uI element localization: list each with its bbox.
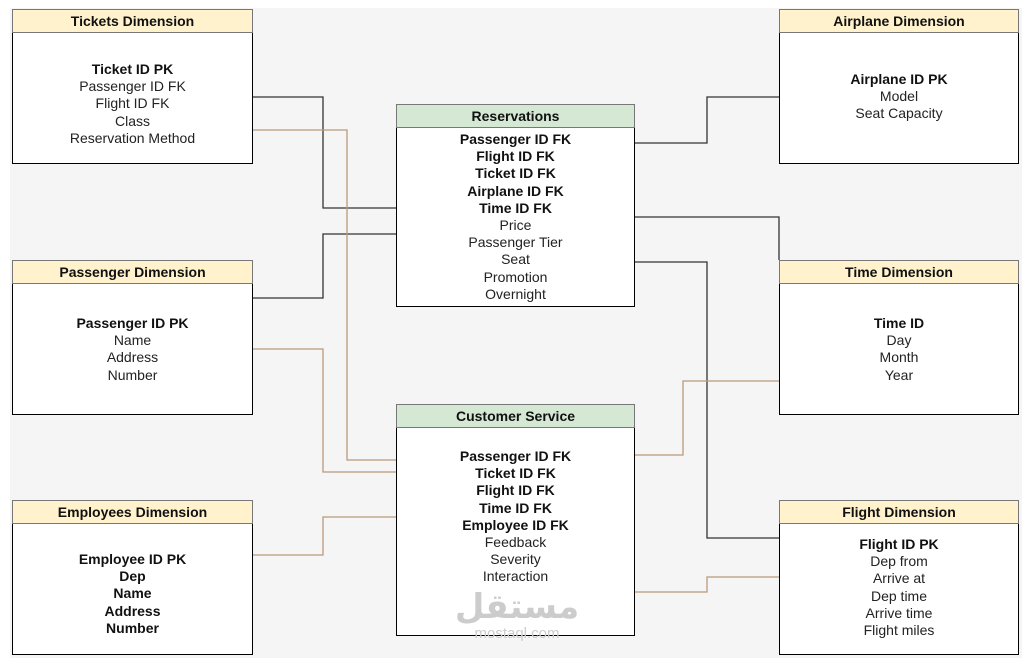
field-dep-from: Dep from [870,553,928,570]
time-dimension-fields: Time ID Day Month Year [779,284,1019,415]
field-time-id-fk: Time ID FK [479,199,552,216]
tickets-dimension-header: Tickets Dimension [12,9,253,33]
field-time-id-fk: Time ID FK [479,499,552,516]
link-passenger-reservations [253,233,396,299]
reservations-fact-table[interactable]: Reservations Passenger ID FK Flight ID F… [396,104,635,307]
link-time-customer-service [635,380,779,456]
reservations-header: Reservations [396,104,635,128]
field-passenger-tier: Passenger Tier [468,234,563,251]
reservations-fields: Passenger ID FK Flight ID FK Ticket ID F… [396,128,635,307]
time-dimension-table[interactable]: Time Dimension Time ID Day Month Year [779,260,1019,415]
tickets-dimension-table[interactable]: Tickets Dimension Ticket ID PK Passenger… [12,9,253,164]
field-seat: Seat [501,251,530,268]
watermark-arabic: مستقل [454,587,580,627]
field-flight-id-fk: Flight ID FK [476,482,555,499]
field-dep-time: Dep time [870,587,928,604]
link-employees-customer-service [253,516,396,556]
field-class: Class [114,112,150,129]
field-flight-miles: Flight miles [863,621,935,638]
field-number: Number [107,366,158,383]
field-passenger-id-fk: Passenger ID FK [79,78,186,95]
field-flight-id-fk: Flight ID FK [476,148,555,165]
field-name: Name [113,585,152,602]
time-dimension-header: Time Dimension [779,260,1019,284]
field-ticket-id-fk: Ticket ID FK [475,465,556,482]
field-dep: Dep [119,568,146,585]
field-arrive-time: Arrive time [865,604,933,621]
field-airplane-id-fk: Airplane ID FK [467,182,564,199]
employees-dimension-table[interactable]: Employees Dimension Employee ID PK Dep N… [12,500,253,655]
employees-dimension-fields: Employee ID PK Dep Name Address Number [12,524,253,655]
flight-dimension-fields: Flight ID PK Dep from Arrive at Dep time… [779,524,1019,655]
field-year: Year [884,366,914,383]
passenger-dimension-table[interactable]: Passenger Dimension Passenger ID PK Name… [12,260,253,415]
flight-dimension-header: Flight Dimension [779,500,1019,524]
passenger-dimension-fields: Passenger ID PK Name Address Number [12,284,253,415]
field-model: Model [879,88,919,105]
field-flight-id-fk: Flight ID FK [95,95,170,112]
field-time-id: Time ID [873,315,925,331]
field-reservation-method: Reservation Method [69,129,196,146]
customer-service-fact-table[interactable]: Customer Service Passenger ID FK Ticket … [396,404,635,636]
tickets-dimension-fields: Ticket ID PK Passenger ID FK Flight ID F… [12,33,253,164]
airplane-dimension-fields: Airplane ID PK Model Seat Capacity [779,33,1019,164]
field-address: Address [106,349,159,366]
link-time-reservations [635,216,780,260]
field-address: Address [104,602,161,619]
link-flight-customer-service [635,576,779,593]
watermark: مستقل mostaql.com [452,588,582,642]
link-flight-reservations [635,261,779,539]
field-month: Month [879,349,919,366]
airplane-dimension-table[interactable]: Airplane Dimension Airplane ID PK Model … [779,9,1019,164]
passenger-dimension-header: Passenger Dimension [12,260,253,284]
employees-dimension-header: Employees Dimension [12,500,253,524]
field-feedback: Feedback [484,533,547,550]
watermark-latin: mostaql.com [474,625,560,642]
field-passenger-id-pk: Passenger ID PK [76,315,189,331]
field-arrive-at: Arrive at [872,570,926,587]
customer-service-fields: Passenger ID FK Ticket ID FK Flight ID F… [396,428,635,636]
field-ticket-id-fk: Ticket ID FK [475,165,556,182]
link-tickets-reservations [253,96,396,209]
field-flight-id-pk: Flight ID PK [859,536,939,552]
field-severity: Severity [490,551,541,568]
link-airplane-reservations [635,96,779,144]
field-employee-id-pk: Employee ID PK [78,551,187,567]
link-passenger-customer-service [253,348,396,473]
field-passenger-id-fk: Passenger ID FK [459,131,572,147]
link-tickets-customer-service [253,129,396,461]
field-airplane-id-pk: Airplane ID PK [850,71,948,87]
field-day: Day [886,332,912,349]
field-ticket-id-pk: Ticket ID PK [91,61,174,77]
field-overnight: Overnight [485,285,546,302]
field-passenger-id-fk: Passenger ID FK [459,448,572,464]
customer-service-header: Customer Service [396,404,635,428]
field-name: Name [113,332,152,349]
field-interaction: Interaction [482,568,549,585]
field-employee-id-fk: Employee ID FK [462,516,569,533]
field-number: Number [106,619,159,636]
field-price: Price [499,216,532,233]
airplane-dimension-header: Airplane Dimension [779,9,1019,33]
flight-dimension-table[interactable]: Flight Dimension Flight ID PK Dep from A… [779,500,1019,655]
field-seat-capacity: Seat Capacity [855,105,943,122]
field-promotion: Promotion [483,268,548,285]
